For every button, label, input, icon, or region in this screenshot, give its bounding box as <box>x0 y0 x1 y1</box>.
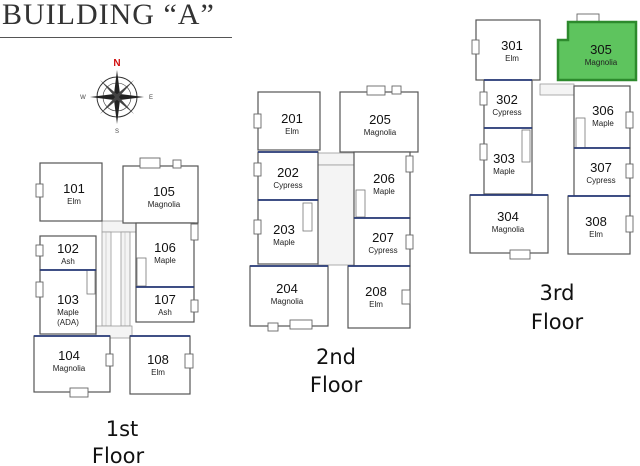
room-304-number: 304 <box>497 209 519 224</box>
room-302[interactable]: 302 Cypress <box>479 79 533 129</box>
room-305[interactable]: 305 Magnolia <box>556 13 638 82</box>
room-104[interactable]: 104 Magnolia <box>33 335 114 398</box>
compass-e: E <box>149 95 153 101</box>
floor-1-label-line2: Floor <box>92 444 145 466</box>
room-101-number: 101 <box>63 181 85 196</box>
room-308[interactable]: 308 Elm <box>567 195 634 255</box>
compass-w: W <box>80 95 86 101</box>
floor-2-label-line1: 2nd <box>316 345 356 369</box>
floor-3-label-line1: 3rd <box>540 281 575 305</box>
room-103[interactable]: 103 Maple (ADA) <box>35 269 97 335</box>
room-108[interactable]: 108 Elm <box>129 335 194 395</box>
room-308-name: Elm <box>589 230 603 239</box>
room-105[interactable]: 105 Magnolia <box>122 157 199 224</box>
room-201-number: 201 <box>281 111 303 126</box>
compass-rose-icon: N S E W <box>80 58 153 135</box>
room-108-name: Elm <box>151 368 165 377</box>
room-305-name: Magnolia <box>585 58 618 67</box>
floor-3-label-line2: Floor <box>531 310 584 334</box>
room-102-number: 102 <box>57 241 79 256</box>
room-104-name: Magnolia <box>53 364 86 373</box>
room-207-number: 207 <box>372 230 394 245</box>
room-101-name: Elm <box>67 197 81 206</box>
floor-2-label-line2: Floor <box>310 373 363 397</box>
room-301[interactable]: 301 Elm <box>471 19 541 81</box>
room-105-name: Magnolia <box>148 200 181 209</box>
room-304-name: Magnolia <box>492 225 525 234</box>
room-107-name: Ash <box>158 308 172 317</box>
compass-s: S <box>115 129 119 135</box>
room-205-name: Magnolia <box>364 128 397 137</box>
room-204-number: 204 <box>276 281 298 296</box>
room-107-number: 107 <box>154 292 176 307</box>
room-202[interactable]: 202 Cypress <box>253 151 319 201</box>
room-205-number: 205 <box>369 112 391 127</box>
building-title: BUILDING “A” <box>2 0 215 31</box>
room-206-number: 206 <box>373 171 395 186</box>
room-301-name: Elm <box>505 54 519 63</box>
room-303-name: Maple <box>493 167 515 176</box>
room-101[interactable]: 101 Elm <box>35 162 103 222</box>
room-201-name: Elm <box>285 127 299 136</box>
floor-1-plan: 101 Elm 102 Ash 103 Maple (ADA) 104 Magn… <box>33 157 199 466</box>
room-201[interactable]: 201 Elm <box>253 91 321 151</box>
room-103-name-line2: (ADA) <box>57 318 79 327</box>
room-104-number: 104 <box>58 348 80 363</box>
room-207[interactable]: 207 Cypress <box>353 217 414 267</box>
room-207-name: Cypress <box>368 246 397 255</box>
room-301-number: 301 <box>501 38 523 53</box>
title-underline <box>0 37 232 38</box>
room-203-number: 203 <box>273 222 295 237</box>
room-102[interactable]: 102 Ash <box>35 235 97 271</box>
floor-3-plan: 301 Elm 305 Magnolia 302 Cypress 303 Map… <box>469 13 638 334</box>
room-102-name: Ash <box>61 257 75 266</box>
room-303-number: 303 <box>493 151 515 166</box>
room-204-name: Magnolia <box>271 297 304 306</box>
room-208-name: Elm <box>369 300 383 309</box>
room-307-number: 307 <box>590 160 612 175</box>
room-103-name: Maple <box>57 308 79 317</box>
floor-1-label-line1: 1st <box>106 417 139 441</box>
room-206[interactable]: 206 Maple <box>353 151 414 219</box>
room-205[interactable]: 205 Magnolia <box>339 85 419 153</box>
compass-n: N <box>113 58 120 69</box>
room-308-number: 308 <box>585 214 607 229</box>
room-302-number: 302 <box>496 92 518 107</box>
room-208-number: 208 <box>365 284 387 299</box>
room-206-name: Maple <box>373 187 395 196</box>
room-108-number: 108 <box>147 352 169 367</box>
room-305-number: 305 <box>590 42 612 57</box>
room-103-number: 103 <box>57 292 79 307</box>
room-107[interactable]: 107 Ash <box>135 286 199 323</box>
room-202-number: 202 <box>277 165 299 180</box>
room-106-name: Maple <box>154 256 176 265</box>
room-306[interactable]: 306 Maple <box>573 85 634 149</box>
room-307[interactable]: 307 Cypress <box>573 147 634 197</box>
room-306-number: 306 <box>592 103 614 118</box>
room-304[interactable]: 304 Magnolia <box>469 194 549 260</box>
room-307-name: Cypress <box>586 176 615 185</box>
room-303[interactable]: 303 Maple <box>479 127 533 195</box>
room-203-name: Maple <box>273 238 295 247</box>
room-208[interactable]: 208 Elm <box>347 265 411 329</box>
room-204[interactable]: 204 Magnolia <box>249 265 329 332</box>
room-105-number: 105 <box>153 184 175 199</box>
room-106[interactable]: 106 Maple <box>135 222 199 288</box>
room-202-name: Cypress <box>273 181 302 190</box>
room-306-name: Maple <box>592 119 614 128</box>
floor-2-plan: 201 Elm 202 Cypress 203 Maple 204 Magnol… <box>249 85 419 397</box>
room-203[interactable]: 203 Maple <box>253 199 319 265</box>
room-106-number: 106 <box>154 240 176 255</box>
room-302-name: Cypress <box>492 108 521 117</box>
